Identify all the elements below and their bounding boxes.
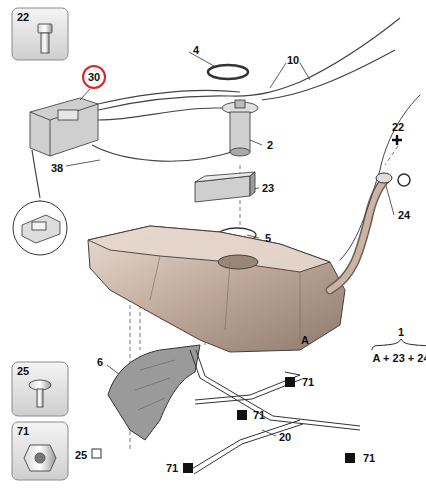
callout-number: 22	[17, 12, 63, 23]
callout-number: 71	[165, 462, 179, 475]
callout-number: 71	[301, 376, 315, 389]
callout-number: 25	[74, 449, 88, 462]
callout-number: 2	[266, 139, 274, 152]
callout-number: 10	[286, 54, 300, 67]
callout-number: 38	[50, 162, 64, 175]
callout-number: A	[300, 334, 310, 347]
callout-number: 25	[17, 366, 63, 377]
callout-number: 23	[261, 182, 275, 195]
callout-number: 24	[397, 209, 411, 222]
callout-number: 1	[397, 326, 405, 339]
callout-number: 20	[278, 431, 292, 444]
callout-number: A + 23 + 24	[371, 352, 426, 365]
callout-number: 22	[391, 121, 405, 134]
callout-number: 4	[192, 44, 200, 57]
callout-number: 71	[17, 426, 63, 437]
part-inset: 22	[12, 8, 68, 60]
callout-number: 6	[96, 356, 104, 369]
callout-number: 30	[88, 72, 100, 83]
part-inset: 71	[12, 422, 68, 480]
callout-number: 71	[362, 452, 376, 465]
callout-number: 71	[252, 409, 266, 422]
part-inset: 25	[12, 362, 68, 416]
callout-circle: 30	[82, 65, 106, 89]
callout-number: 5	[264, 232, 272, 245]
